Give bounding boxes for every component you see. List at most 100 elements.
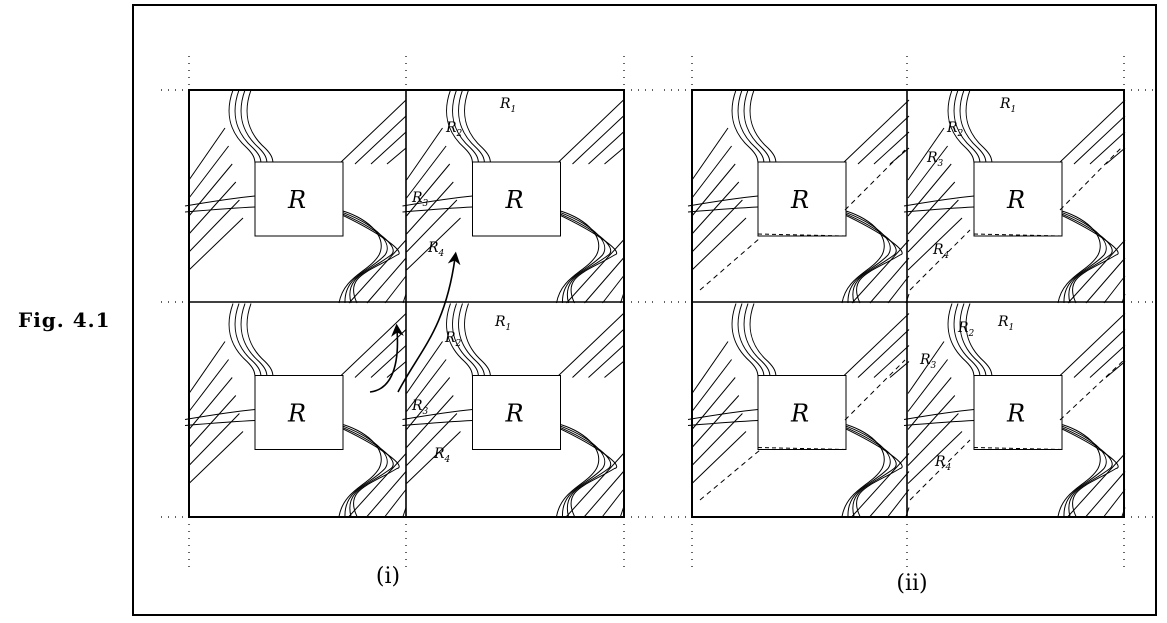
lower-right-curve <box>338 213 400 304</box>
diagonal-line <box>691 181 740 235</box>
dashed-guide <box>699 449 761 501</box>
square-label: R <box>504 400 523 428</box>
diagonal-line <box>602 489 624 517</box>
upper-band-curve <box>240 303 268 378</box>
lower-right-curve <box>841 209 885 304</box>
region-label: R4 <box>427 240 445 259</box>
upper-band-curve <box>464 303 491 378</box>
diagonal-line <box>1085 257 1126 304</box>
lower-right-curve <box>841 211 897 304</box>
diagonal-line <box>907 217 963 271</box>
region-label: R1 <box>499 96 516 115</box>
lower-right-curve <box>338 211 394 304</box>
flow-arrow <box>397 251 461 393</box>
upper-band-curve <box>458 89 485 165</box>
upper-band-curve <box>953 89 981 165</box>
region-label-subscript: 1 <box>506 323 512 333</box>
diagonal-line <box>338 99 407 165</box>
region-label-subscript: 3 <box>931 361 937 371</box>
diagonal-line <box>188 217 244 271</box>
diagonal-line <box>887 489 910 517</box>
diagonal-line <box>857 329 910 378</box>
diagonal-line <box>907 377 952 430</box>
dashed-guide <box>699 237 761 291</box>
diagonal-line <box>406 395 454 448</box>
diagonal-line <box>604 147 624 165</box>
cell: R <box>903 303 1126 517</box>
diagonal-line <box>841 313 910 378</box>
lower-right-curve <box>841 210 891 304</box>
figure-label: Fig. 4.1 <box>18 308 111 332</box>
lower-right-curve <box>1057 213 1119 304</box>
diagonal-line <box>188 395 237 448</box>
diagonal-line <box>406 181 454 235</box>
region-label: R4 <box>934 454 952 473</box>
diagonal-line <box>851 453 910 517</box>
region-label: R1 <box>997 314 1014 333</box>
lower-right-curve <box>1057 424 1107 517</box>
diagonal-line <box>354 115 407 165</box>
diagonal-line <box>1057 313 1126 378</box>
diagonal-line <box>1067 453 1126 517</box>
r-square <box>757 375 847 450</box>
diagonal-line <box>1085 471 1126 517</box>
cell: R <box>402 89 624 304</box>
diagonal-line <box>338 313 407 378</box>
diagonal-line <box>1073 329 1126 378</box>
diagonal-line <box>354 329 407 378</box>
r-square <box>973 161 1063 237</box>
diagonal-line <box>348 453 407 517</box>
lower-right-curve <box>841 213 903 304</box>
diagonal-line <box>907 181 956 235</box>
upper-band-curve <box>953 303 981 378</box>
lower-right-curve <box>841 426 903 517</box>
region-label-subscript: 4 <box>438 249 445 259</box>
diagonal-line <box>188 145 229 199</box>
dashed-line <box>757 447 847 450</box>
diagonal-line <box>907 359 948 412</box>
region-label: R2 <box>957 320 975 339</box>
cell: R <box>687 303 910 517</box>
diagonal-line <box>584 471 624 517</box>
diagonal-line <box>384 275 407 304</box>
diagonal-line <box>348 239 407 304</box>
dashed-guide <box>1059 144 1125 211</box>
diagonal-line <box>691 359 732 412</box>
diagonal-line <box>691 431 747 484</box>
lower-right-curve <box>1057 423 1101 517</box>
region-label-subscript: 2 <box>456 129 463 139</box>
diagonal-line <box>188 127 226 181</box>
lower-right-curve <box>841 424 891 517</box>
diagonal-line <box>188 163 233 217</box>
horizontal-curve <box>903 409 975 420</box>
dashed-guide <box>909 439 971 501</box>
diagonal-line <box>566 453 624 517</box>
region-label-subscript: 3 <box>423 407 429 417</box>
region-label-subscript: 3 <box>423 199 429 209</box>
lower-right-curve <box>1057 425 1113 517</box>
diagonal-line <box>366 257 407 304</box>
dashed-line <box>973 233 1063 237</box>
square-label: R <box>504 186 523 214</box>
horizontal-curve <box>687 206 759 213</box>
lower-right-curve <box>556 424 606 517</box>
horizontal-curve <box>184 409 256 420</box>
diagonal-line <box>584 257 624 304</box>
lower-right-curve <box>841 425 897 517</box>
diagonal-line <box>572 115 624 165</box>
lower-right-curve <box>338 424 388 517</box>
upper-band-curve <box>959 303 987 378</box>
region-label-subscript: 1 <box>511 105 517 115</box>
diagonal-line <box>406 163 451 217</box>
diagonal-line <box>406 341 443 394</box>
upper-band-curve <box>947 303 975 378</box>
lower-right-curve <box>338 423 382 517</box>
diagonal-line <box>851 239 910 304</box>
diagonal-line <box>869 257 910 304</box>
cell: R <box>903 89 1126 304</box>
diagonal-line <box>406 145 447 199</box>
diagonal-line <box>556 313 624 378</box>
diagonal-line <box>691 377 736 430</box>
diagonal-line <box>406 377 451 430</box>
